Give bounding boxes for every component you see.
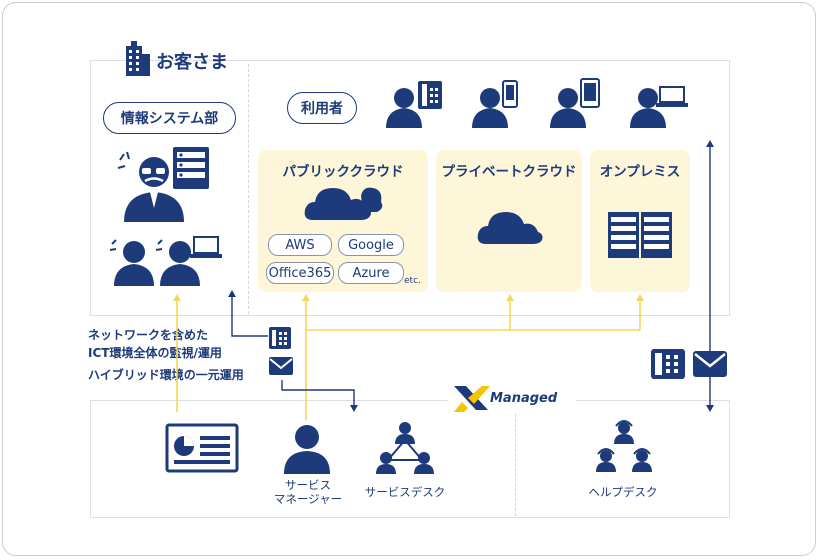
- person-icon: [109, 239, 154, 286]
- smartphone-icon: [502, 80, 518, 108]
- on-premise-title: オンプレミス: [599, 164, 681, 180]
- etc-label: etc.: [404, 276, 421, 286]
- person-icon: [155, 239, 200, 286]
- public-cloud-title: パブリッククラウド: [282, 164, 404, 180]
- headset-team-icon: [596, 420, 652, 472]
- x-managed-logo: [454, 386, 490, 412]
- laptop-icon: [656, 86, 688, 107]
- logo-text: Managed: [490, 391, 558, 406]
- person-icon: [630, 88, 666, 128]
- stressed-admin-icon: [117, 151, 184, 222]
- aws-chip: AWS: [268, 234, 332, 256]
- server-rack-icon: [173, 147, 209, 189]
- users-label: 利用者: [287, 92, 357, 124]
- service-manager-label-2: マネージャー: [273, 492, 343, 506]
- provider-area: [90, 400, 730, 518]
- person-icon: [472, 88, 508, 128]
- description-line-2: ICT環境全体の監視/運用: [88, 346, 222, 360]
- tablet-icon: [580, 78, 600, 108]
- person-icon: [550, 88, 586, 128]
- private-cloud-title: プライベートクラウド: [441, 164, 577, 180]
- person-icon: [284, 425, 330, 474]
- google-chip: Google: [338, 234, 404, 256]
- service-manager-label-1: サービス: [285, 478, 331, 492]
- customer-divider: [248, 64, 249, 314]
- azure-chip: Azure: [338, 262, 404, 284]
- envelope-icon: [269, 357, 293, 375]
- help-desk-label: ヘルプデスク: [588, 485, 658, 499]
- laptop-icon: [190, 236, 222, 258]
- desk-phone-icon: [651, 349, 685, 379]
- cloud-icon: [304, 187, 383, 220]
- service-desk-label: サービスデスク: [364, 485, 446, 499]
- on-premise-panel: オンプレミス: [590, 150, 690, 292]
- server-rack-icon: [608, 212, 672, 258]
- team-network-icon: [376, 422, 434, 474]
- description-line-3: ハイブリッド環境の一元運用: [88, 368, 244, 382]
- it-department-label: 情報システム部: [103, 102, 236, 134]
- dashboard-monitor-icon: [165, 423, 239, 473]
- office365-chip: Office365: [266, 262, 334, 284]
- customer-area: [90, 60, 730, 316]
- cloud-icon: [477, 212, 543, 244]
- provider-divider: [515, 404, 516, 516]
- person-icon: [386, 88, 422, 128]
- desk-phone-icon: [418, 81, 442, 109]
- customer-title: お客さま: [156, 52, 228, 73]
- description-line-1: ネットワークを含めた: [88, 328, 209, 342]
- building-icon: [126, 41, 150, 76]
- envelope-icon: [693, 351, 727, 377]
- desk-phone-icon: [269, 327, 291, 349]
